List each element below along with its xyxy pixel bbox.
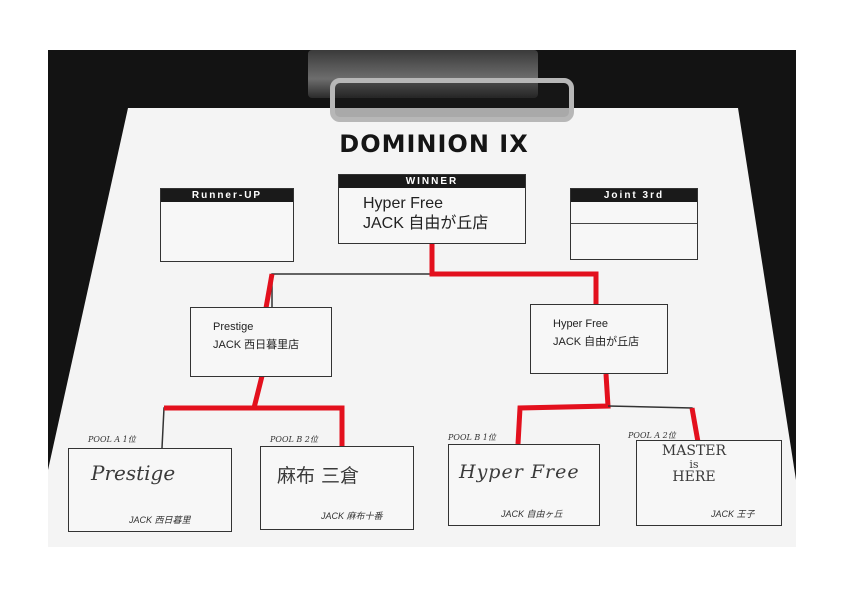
pool-box-4: MASTER is HERE JACK 王子 xyxy=(636,440,782,526)
pool-2-name: 麻布 三倉 xyxy=(277,465,360,487)
final-link-right xyxy=(429,243,599,305)
semi-right-link-a xyxy=(515,373,611,445)
winner-store: JACK 自由が丘店 xyxy=(363,215,489,232)
bracket-sheet: DOMINION IX Runner-UP WINNER Hyper Free … xyxy=(48,50,796,547)
pool-4-store: JACK 王子 xyxy=(711,509,755,519)
runner-up-box: Runner-UP xyxy=(160,188,294,262)
pool-1-store: JACK 西日暮里 xyxy=(129,515,191,525)
pool-box-3: Hyper Free JACK 自由ヶ丘 xyxy=(448,444,600,526)
semi-left-box: Prestige JACK 西日暮里店 xyxy=(190,307,332,377)
pool-1-name: Prestige xyxy=(91,461,176,485)
pool-4-name-line1: MASTER xyxy=(661,443,727,459)
semi-right-store: JACK 自由が丘店 xyxy=(553,336,640,348)
semi-left-store: JACK 西日暮里店 xyxy=(213,339,300,351)
semi-right-name: Hyper Free xyxy=(553,318,609,330)
pool-4-name-line3: HERE xyxy=(672,469,716,485)
semi-left-name: Prestige xyxy=(213,321,254,333)
joint-3rd-box: Joint 3rd xyxy=(570,188,698,260)
winner-name: Hyper Free xyxy=(363,195,444,212)
pool-3-name: Hyper Free xyxy=(459,461,580,483)
pool-box-1: Prestige JACK 西日暮里 xyxy=(68,448,232,532)
joint-3rd-divider xyxy=(571,223,697,224)
photo: DOMINION IX Runner-UP WINNER Hyper Free … xyxy=(48,50,796,547)
pool-3-store: JACK 自由ヶ丘 xyxy=(501,509,563,519)
pool-4-name-line2: is xyxy=(689,458,699,471)
pool-box-2: 麻布 三倉 JACK 麻布十番 xyxy=(260,446,414,530)
pool-label-1: POOL A 1位 xyxy=(88,435,136,444)
semi-right-link-b-red xyxy=(689,407,701,443)
winner-box: WINNER Hyper Free JACK 自由が丘店 xyxy=(338,174,526,244)
semi-left-link-b xyxy=(254,405,345,446)
pool-label-2: POOL B 2位 xyxy=(270,435,318,444)
clipboard-clip xyxy=(308,50,538,98)
clipboard-ring xyxy=(330,78,574,122)
pool-4-name: MASTER is HERE xyxy=(639,443,749,485)
final-link-left-tick xyxy=(263,273,275,309)
pool-label-4: POOL A 2位 xyxy=(628,431,676,440)
semi-right-box: Hyper Free JACK 自由が丘店 xyxy=(530,304,668,374)
winner-label: WINNER xyxy=(339,175,525,188)
tournament-title: DOMINION IX xyxy=(339,130,529,158)
runner-up-label: Runner-UP xyxy=(161,189,293,202)
pool-label-3: POOL B 1位 xyxy=(448,433,496,442)
pool-2-store: JACK 麻布十番 xyxy=(321,511,383,521)
joint-3rd-label: Joint 3rd xyxy=(571,189,697,202)
